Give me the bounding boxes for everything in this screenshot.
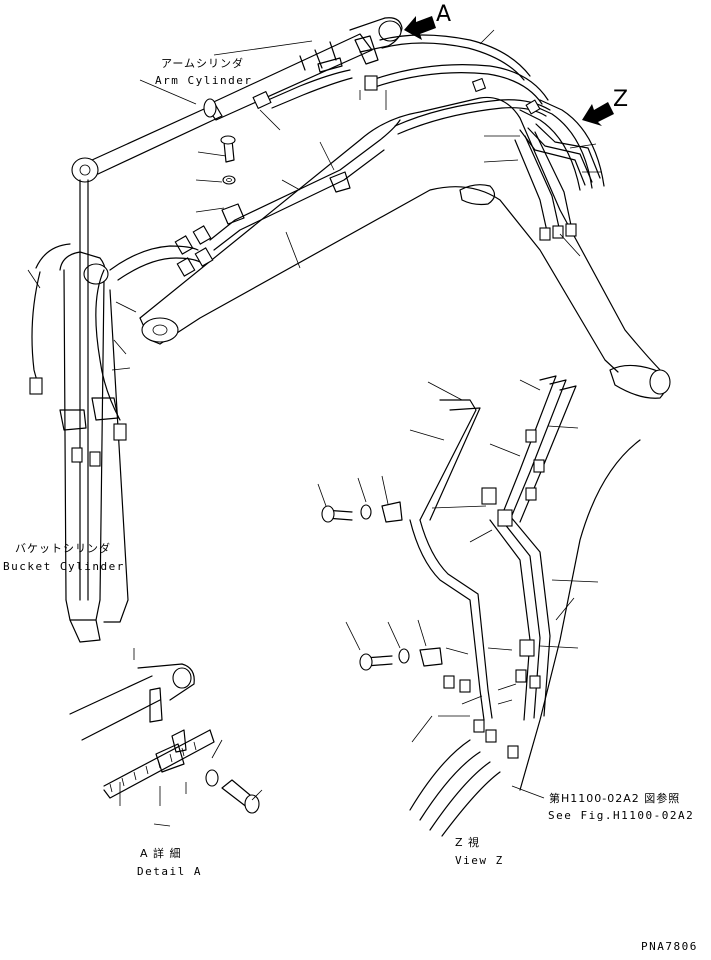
marker-a: A <box>436 2 452 27</box>
detail-a-drawing <box>69 663 260 814</box>
bucket-cylinder <box>29 179 201 643</box>
bolt-set-boom <box>174 135 245 277</box>
arm-cylinder <box>71 17 403 183</box>
detail-a-label-jp: A 詳 細 <box>140 847 182 860</box>
marker-z: Z <box>613 87 629 112</box>
bucket-cylinder-label-en: Bucket Cylinder <box>3 560 125 573</box>
drawing-number: PNA7806 <box>641 940 698 953</box>
view-z-drawing <box>321 375 641 837</box>
bold-arrow-icon <box>582 102 614 126</box>
arm-cylinder-label-en: Arm Cylinder <box>155 74 253 87</box>
detail-a-label-en: Detail A <box>137 865 202 878</box>
bucket-cylinder-label-jp: バケットシリンダ <box>15 542 111 555</box>
leader-lines <box>27 29 602 827</box>
reference-label-en: See Fig.H1100-02A2 <box>548 809 695 822</box>
view-z-label-en: View Z <box>455 854 504 867</box>
reference-label-jp: 第H1100-02A2 図参照 <box>549 792 681 805</box>
arm-cylinder-label-jp: アームシリンダ <box>161 57 245 70</box>
view-z-label-jp: Z 視 <box>455 836 481 849</box>
bold-arrow-icon <box>404 16 436 40</box>
arm-hoses <box>209 34 605 251</box>
